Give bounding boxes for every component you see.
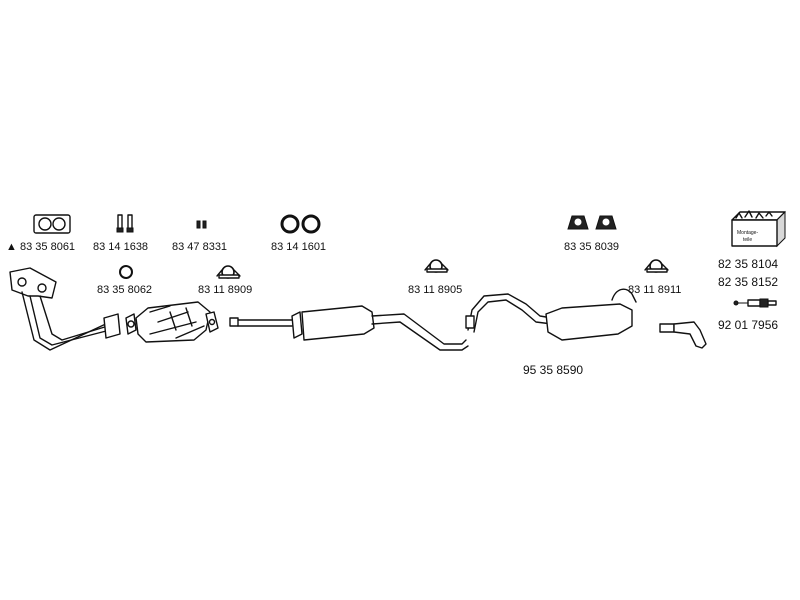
kit-box-label-1: Montage- [737, 230, 758, 236]
rear-silencer-icon [465, 288, 637, 341]
mounting-kit-box-icon: Montage- teile [731, 210, 786, 248]
front-pipe-icon [9, 267, 121, 351]
nuts-icon [196, 220, 207, 229]
part-number-8235-8152: 82 35 8152 [718, 275, 778, 289]
marker-triangle: ▲ [6, 241, 17, 253]
part-number-8347-8331: 83 47 8331 [172, 241, 227, 253]
part-number-8335-8039: 83 35 8039 [564, 241, 619, 253]
part-number-8311-8911: 83 11 8911 [628, 284, 681, 296]
manifold-gasket-icon [33, 214, 71, 234]
part-number-9201-7956: 92 01 7956 [718, 318, 778, 332]
middle-silencer-icon [229, 305, 469, 351]
ring-gasket-icon [119, 265, 133, 279]
part-number-9535-8590: 95 35 8590 [523, 363, 583, 377]
tail-pipe-icon [659, 321, 707, 349]
clamp-icon-8909 [216, 265, 241, 279]
part-number-8311-8909: 83 11 8909 [198, 284, 252, 296]
rubber-hangers-icon [567, 215, 617, 230]
rubber-rings-icon [280, 214, 321, 234]
part-number-8314-1638: 83 14 1638 [93, 241, 148, 253]
stud-bolts-icon [116, 214, 134, 233]
clamp-icon-8911 [644, 259, 669, 273]
oxygen-sensor-icon [733, 298, 777, 308]
part-number-8314-1601: 83 14 1601 [271, 241, 326, 253]
part-number-8235-8104: 82 35 8104 [718, 257, 778, 271]
kit-box-label-2: teile [743, 237, 752, 243]
part-number-8335-8061: 83 35 8061 [20, 241, 75, 253]
catalytic-converter-icon [125, 301, 219, 343]
part-number-8335-8062: 83 35 8062 [97, 284, 152, 296]
clamp-icon-8905 [424, 259, 449, 273]
part-number-8311-8905: 83 11 8905 [408, 284, 462, 296]
